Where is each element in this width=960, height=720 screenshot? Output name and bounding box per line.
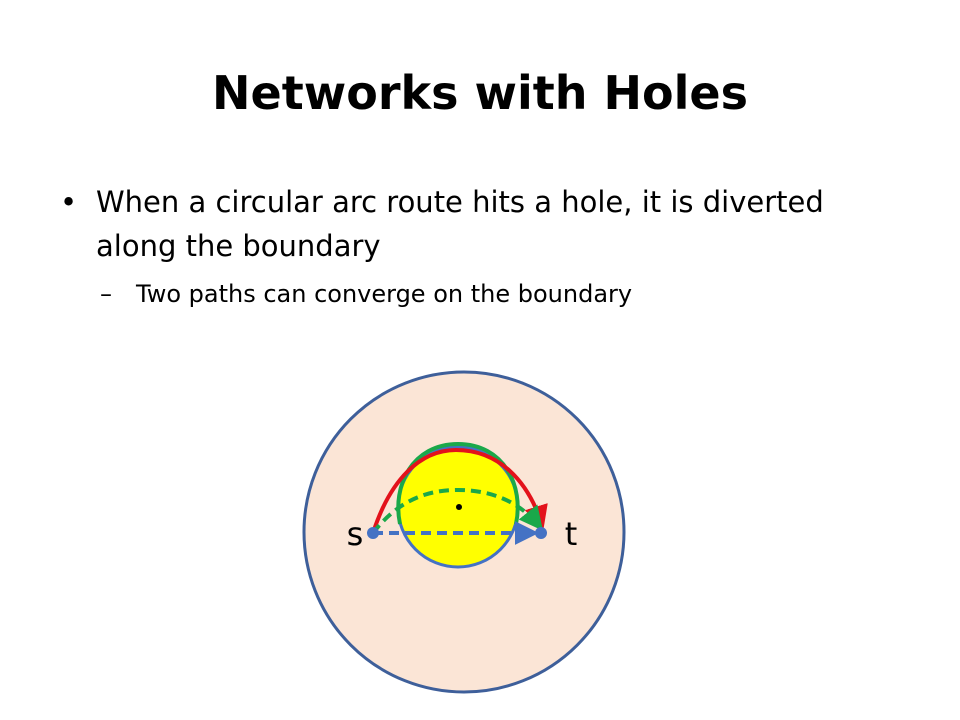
sub-bullet-text: Two paths can converge on the boundary xyxy=(136,280,633,308)
bullet-item: • When a circular arc route hits a hole,… xyxy=(60,180,890,268)
green-dashed-route xyxy=(371,487,544,535)
bullet-text: When a circular arc route hits a hole, i… xyxy=(96,185,824,263)
slide-title: Networks with Holes xyxy=(212,66,748,120)
bullet-list: • When a circular arc route hits a hole,… xyxy=(60,180,890,312)
source-node-icon xyxy=(367,527,379,539)
source-label: s xyxy=(347,515,364,553)
sub-bullet-item: – Two paths can converge on the boundary xyxy=(60,276,890,312)
sub-bullet-marker: – xyxy=(100,280,112,308)
red-arc-route xyxy=(371,447,548,534)
target-label: t xyxy=(565,515,578,553)
green-boundary-route xyxy=(396,441,520,525)
center-dot-icon xyxy=(456,504,462,510)
target-node-icon xyxy=(535,527,547,539)
bullet-marker: • xyxy=(60,185,78,219)
